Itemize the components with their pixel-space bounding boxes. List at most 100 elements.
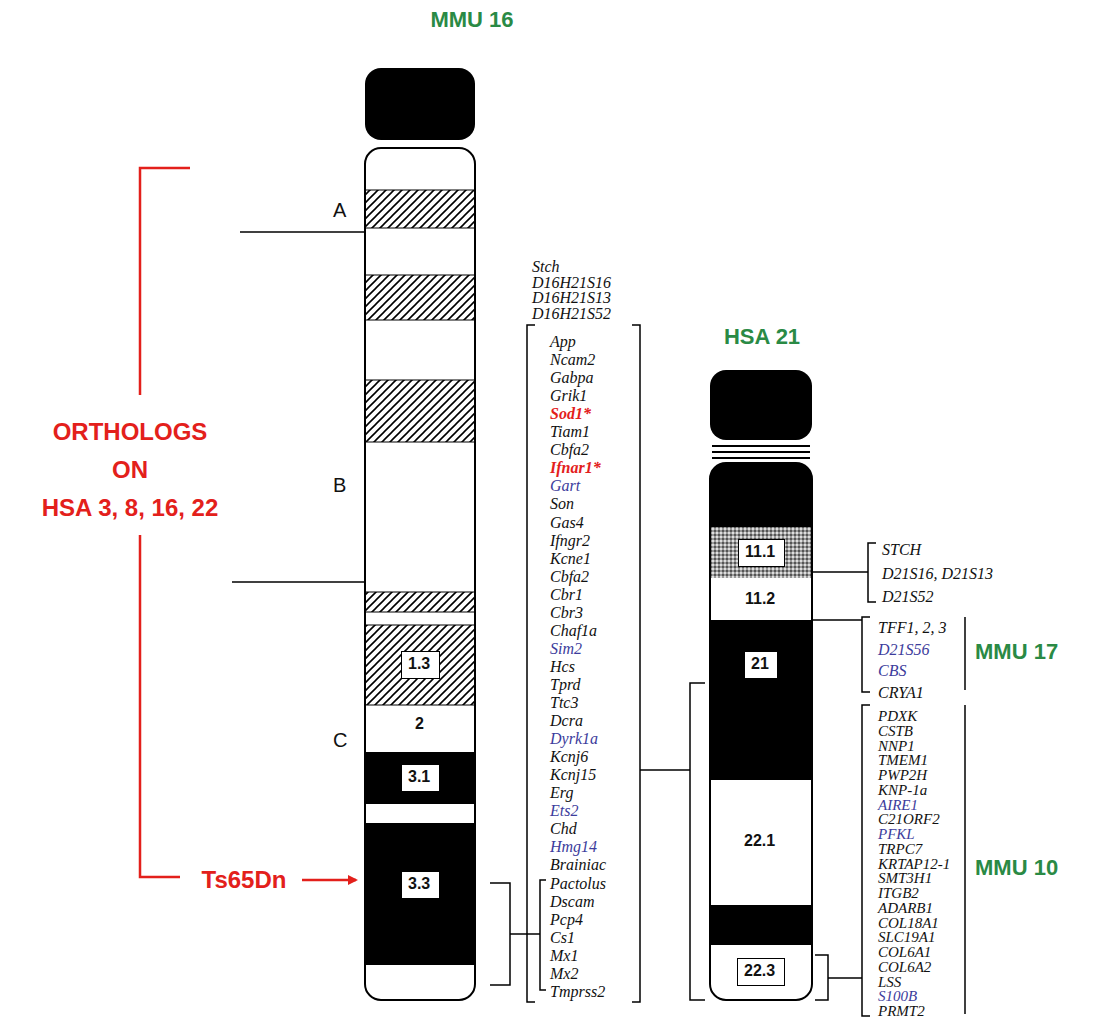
- band-number: 3.3: [408, 875, 430, 892]
- region-divider: [240, 231, 365, 233]
- gene-name: Ncam2: [550, 352, 595, 369]
- chromosome-outline: [710, 463, 812, 1000]
- gene-name: Brainiac: [550, 857, 606, 874]
- band-number: 22.3: [744, 962, 775, 979]
- band-number: 2: [415, 715, 424, 732]
- gene-name: Cbr1: [550, 586, 583, 603]
- gene-name: STCH: [882, 542, 921, 559]
- gene-name: Chaf1a: [550, 622, 597, 639]
- gene-name: COL6A2: [878, 959, 931, 974]
- gene-name: Stch: [532, 259, 560, 276]
- gene-name: PWP2H: [878, 768, 927, 783]
- gene-name: COL6A1: [878, 945, 931, 960]
- gene-name: Mx2: [550, 965, 578, 982]
- hsa21-bands: [710, 463, 812, 1000]
- region-letter: C: [333, 730, 347, 751]
- mmu16-bands: [365, 148, 475, 1000]
- gene-name: TFF1, 2, 3: [878, 620, 946, 637]
- strain-name: Ts65Dn: [202, 867, 287, 892]
- gene-name: Dyrk1a: [550, 731, 598, 748]
- band-box: 3.1: [401, 764, 440, 792]
- band-number: 1.3: [408, 655, 430, 672]
- gene-name: AIRE1: [878, 797, 918, 812]
- region-letter: B: [333, 475, 346, 496]
- gene-name: D16H21S16: [532, 274, 611, 291]
- band-box: 21: [744, 651, 778, 679]
- gene-name: TRPC7: [878, 841, 922, 856]
- ts65dn-arrow: [302, 879, 356, 882]
- gene-name: Gas4: [550, 514, 584, 531]
- gene-name: COL18A1: [878, 915, 939, 930]
- gene-name: NNP1: [878, 738, 915, 753]
- gene-name: D21S52: [882, 589, 934, 606]
- gene-name: Sod1*: [550, 406, 591, 423]
- gene-name: Tprd: [550, 677, 581, 694]
- gene-name: SMT3H1: [878, 871, 932, 886]
- band-number: 21: [751, 655, 769, 672]
- gene-name: Tmprss2: [550, 983, 605, 1000]
- gene-name: Dcra: [550, 713, 583, 730]
- band-box: 11.2: [739, 587, 784, 613]
- gene-name: Cbfa2: [550, 442, 589, 459]
- gene-name: Mx1: [550, 947, 578, 964]
- gene-name: CRYA1: [878, 684, 924, 701]
- gene-name: D21S16, D21S13: [882, 565, 993, 582]
- gene-name: Gart: [550, 478, 580, 495]
- gene-name: D16H21S13: [532, 290, 611, 307]
- region-divider: [232, 581, 365, 583]
- stalk: [712, 446, 810, 458]
- gene-name: S100B: [878, 989, 917, 1004]
- gene-name: CSTB: [878, 723, 913, 738]
- band-number: 22.1: [744, 832, 775, 849]
- gene-name: KNP-1a: [878, 782, 927, 797]
- gene-brackets: [812, 543, 965, 1016]
- gene-name: Grik1: [550, 388, 587, 405]
- gene-name: App: [550, 334, 576, 351]
- mouse-chromosome: MMU 17: [975, 640, 1058, 663]
- gene-name: PRMT2: [878, 1004, 925, 1019]
- band-box: 3.3: [401, 871, 440, 899]
- gene-name: PDXK: [878, 709, 917, 724]
- gene-name: Ifnar1*: [550, 460, 601, 477]
- band-number: 11.2: [745, 590, 775, 607]
- gene-name: Ets2: [550, 803, 578, 820]
- mouse-chromosome: MMU 10: [975, 856, 1058, 879]
- band-box: 2: [409, 712, 432, 738]
- gene-name: PFKL: [878, 827, 915, 842]
- centromere: [365, 68, 475, 140]
- gene-name: KRTAP12-1: [878, 856, 950, 871]
- chromosome-outline: [365, 148, 475, 1000]
- gene-name: Chd: [550, 821, 577, 838]
- gene-name: Cbfa2: [550, 568, 589, 585]
- band-box: 11.1: [738, 539, 785, 567]
- region-letter: A: [333, 200, 346, 221]
- gene-name: Cs1: [550, 929, 575, 946]
- gene-name: Hmg14: [550, 839, 597, 856]
- gene-name: TMEM1: [878, 753, 928, 768]
- band-box: 1.3: [401, 651, 440, 679]
- chromosome-title: MMU 16: [430, 8, 513, 31]
- gene-name: Kcnj6: [550, 749, 588, 766]
- orthologs-note: HSA 3, 8, 16, 22: [42, 495, 219, 520]
- gene-name: Erg: [550, 785, 573, 802]
- gene-name: Tiam1: [550, 424, 590, 441]
- band-box: 22.3: [737, 958, 785, 986]
- gene-name: D21S56: [878, 641, 930, 658]
- gene-name: Pactolus: [550, 875, 606, 892]
- orthologs-note: ON: [112, 457, 148, 482]
- gene-name: ITGB2: [878, 886, 919, 901]
- gene-name: Sim2: [550, 640, 582, 657]
- gene-name: LSS: [878, 974, 901, 989]
- gene-name: Pcp4: [550, 911, 583, 928]
- gene-name: ADARB1: [878, 900, 933, 915]
- gene-name: Cbr3: [550, 604, 583, 621]
- gene-name: Ifngr2: [550, 532, 590, 549]
- orthologs-bracket: [140, 168, 190, 877]
- orthologs-note: ORTHOLOGS: [53, 419, 208, 444]
- gene-name: Kcnj15: [550, 767, 596, 784]
- gene-name: Son: [550, 496, 574, 513]
- gene-name: Gabpa: [550, 370, 594, 387]
- gene-name: D16H21S52: [532, 305, 611, 322]
- gene-name: Ttc3: [550, 695, 578, 712]
